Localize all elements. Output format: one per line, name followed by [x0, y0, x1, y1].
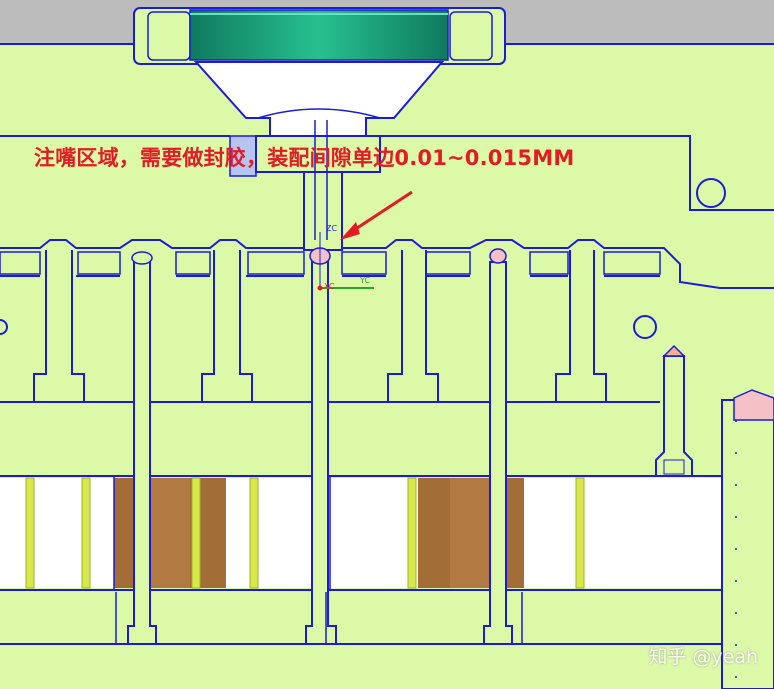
nozzle-ring	[189, 9, 449, 61]
yellow-rods	[25, 477, 585, 589]
axis-label-z: ZC	[326, 224, 338, 233]
ejector-pins	[127, 261, 513, 645]
watermark: 知乎 @yeah	[648, 646, 758, 668]
bolt-hole-top-right	[696, 178, 726, 208]
support-pillars	[33, 250, 607, 403]
cavity-gap-region	[0, 478, 722, 588]
guide-pin-right	[655, 355, 693, 477]
leader-pin-right	[721, 399, 774, 689]
annotation-text: 注嘴区域，需要做封胶，装配间隙单边0.01~0.015MM	[34, 146, 575, 170]
runner-plate-outline	[0, 239, 774, 289]
axis-label-y: YC	[360, 276, 371, 285]
annotation-arrow	[347, 190, 413, 236]
sprue-neck	[303, 171, 343, 251]
axis-label-x: XC	[324, 282, 335, 291]
